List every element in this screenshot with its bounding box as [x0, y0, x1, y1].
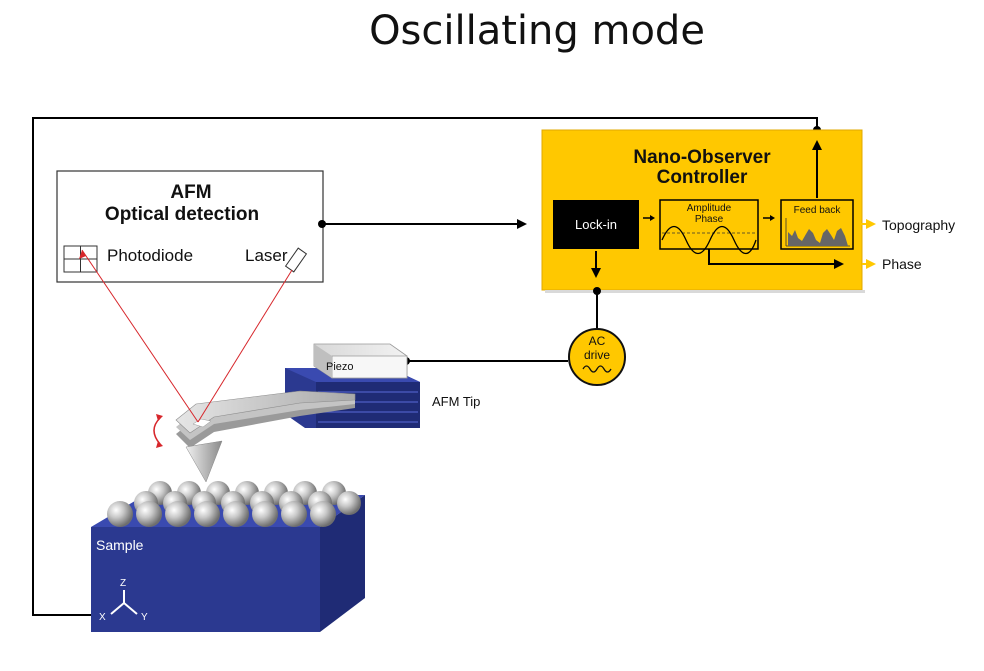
phase-output-label: Phase [882, 256, 922, 272]
photodiode-label: Photodiode [107, 246, 193, 265]
sine-wave-icon [582, 365, 612, 373]
amplitude-to-feedback-arrow [763, 215, 775, 221]
axis-z-label: Z [120, 578, 126, 589]
ac-drive-circle: AC drive [568, 328, 626, 386]
feedback-signal-icon [785, 218, 850, 247]
phase-output: Phase [862, 256, 922, 272]
controller-title-line2: Controller [657, 167, 748, 188]
nano-observer-controller: Nano-Observer Controller Lock-in Amplitu… [541, 129, 865, 293]
photodiode-icon [63, 245, 98, 273]
sample-atom [337, 491, 361, 515]
sample-label: Sample [96, 537, 144, 553]
phase-block-label: Phase [695, 214, 724, 225]
topography-output: Topography [855, 217, 955, 233]
sample-atom [194, 501, 220, 527]
oscillation-arrow-icon [153, 414, 163, 448]
afm-box-title-line1: AFM [170, 182, 211, 203]
piezo-holder: Piezo [285, 343, 420, 428]
axis-y-label: Y [141, 612, 148, 623]
afm-optical-detection-box: AFM Optical detection Photodiode Laser [56, 170, 326, 283]
lockin-block [553, 200, 639, 249]
ac-drive-line2: drive [584, 348, 610, 362]
sample-atom [107, 501, 133, 527]
feedback-label: Feed back [794, 205, 842, 216]
xyz-axes-icon: Z X Y [99, 578, 148, 623]
feedback-block [780, 199, 854, 250]
phase-signal-path [708, 249, 844, 269]
sample-atom [252, 501, 278, 527]
sample-atom [310, 501, 336, 527]
topography-label: Topography [882, 217, 955, 233]
lockin-label: Lock-in [575, 217, 617, 232]
afm-box-title-line2: Optical detection [105, 204, 259, 225]
sample-atom [223, 501, 249, 527]
afm-tip [185, 440, 223, 483]
sample-atom [136, 501, 162, 527]
cantilever [175, 390, 356, 448]
piezo-label: Piezo [326, 361, 354, 373]
page-title: Oscillating mode [369, 8, 705, 54]
controller-title-line1: Nano-Observer [633, 147, 771, 168]
axis-x-label: X [99, 612, 106, 623]
ac-drive-line1: AC [589, 334, 606, 348]
sample-atom [165, 501, 191, 527]
laser-icon [284, 247, 308, 273]
laser-label: Laser [245, 246, 288, 265]
sample-atoms [107, 481, 361, 527]
afm-tip-label: AFM Tip [432, 394, 480, 409]
sample-atom [281, 501, 307, 527]
laser-beam [79, 249, 293, 423]
amplitude-wave-icon [661, 225, 757, 255]
lockin-to-amplitude-arrow [643, 215, 655, 221]
amplitude-label: Amplitude [687, 203, 732, 214]
